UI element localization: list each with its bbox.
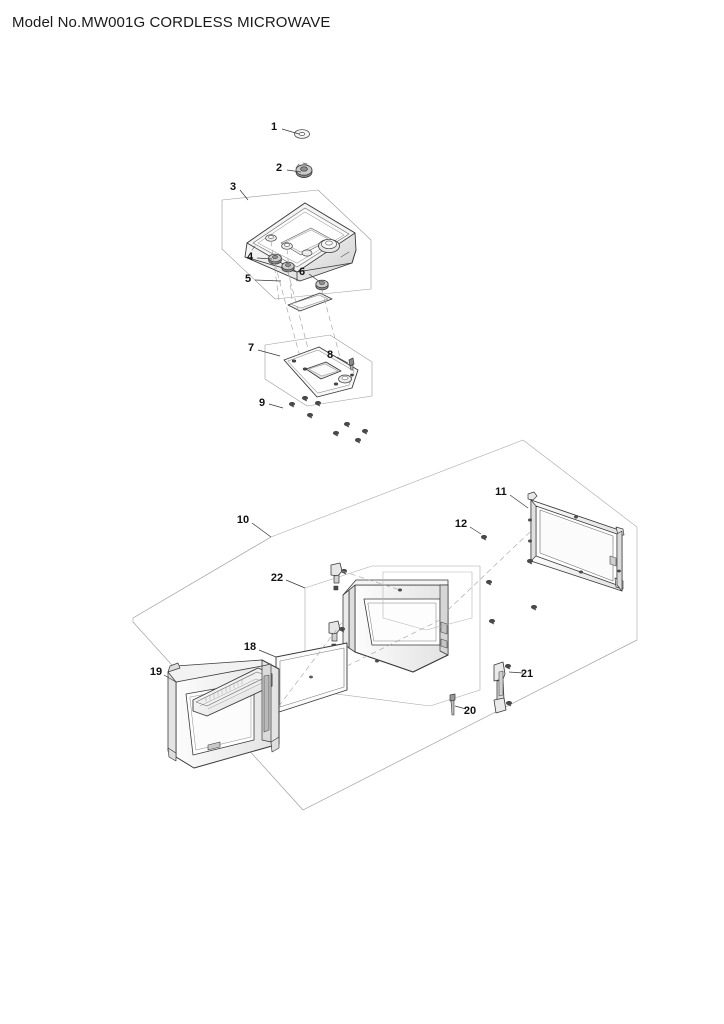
callout-leader-7 [257,349,281,357]
page-title: Model No.MW001G CORDLESS MICROWAVE [12,14,331,31]
callout-leader-12 [469,526,482,535]
outer-door-panel-part-19 [167,659,280,769]
control-board-box-7 [264,334,373,407]
inner-door-frame-part-22 [342,579,449,673]
callout-leader-5 [254,279,282,282]
callout-number-22: 22 [271,572,283,584]
callout-number-7: 7 [248,342,254,354]
callout-1: 1 [271,121,300,135]
callout-number-20: 20 [464,705,476,717]
washer-part-1 [294,129,310,139]
alignment-lines-lower [278,530,532,707]
knob-part-6 [315,279,329,291]
callout-9: 9 [259,397,284,409]
knob-part-4 [268,253,282,265]
callout-number-18: 18 [244,641,256,653]
callout-number-11: 11 [495,486,507,498]
control-board-part-7 [283,346,359,398]
callout-leader-8 [336,356,349,364]
screw-part-12 [480,534,488,541]
callout-22: 22 [271,572,306,589]
callout-leader-18 [258,649,277,658]
callout-number-5: 5 [245,273,251,285]
callout-3: 3 [230,181,249,201]
callout-number-19: 19 [150,666,162,678]
callout-leader-22 [285,579,306,589]
callout-number-1: 1 [271,121,277,133]
callout-12: 12 [455,518,482,535]
callout-number-4: 4 [247,251,254,263]
callout-leader-11 [509,494,529,509]
alignment-lines-upper [270,240,345,373]
callout-number-21: 21 [521,668,533,680]
callout-leader-10 [251,522,272,538]
callout-number-9: 9 [259,397,265,409]
callout-leader-1 [281,128,300,135]
callout-leader-21 [508,671,524,674]
screw-part-8 [348,357,355,371]
rear-panel-ghost [382,571,473,631]
callout-number-8: 8 [327,349,333,361]
screw-set-part-9 [288,395,369,444]
callout-11: 11 [495,486,529,509]
callout-10: 10 [237,514,272,538]
door-choke-frame-part-11 [527,491,625,592]
callout-leader-20 [454,705,467,710]
knob-part-5 [281,261,295,273]
panel-film-strip [287,292,333,312]
callout-8: 8 [327,349,349,364]
callout-18: 18 [244,641,277,658]
callout-5: 5 [245,273,282,285]
callout-20: 20 [454,705,476,717]
callout-number-2: 2 [276,162,282,174]
callout-19: 19 [150,666,177,683]
callout-leader-4 [256,257,273,260]
callout-leader-19 [163,674,177,683]
callout-leader-2 [286,169,302,173]
callout-21: 21 [508,668,533,680]
callout-number-3: 3 [230,181,236,193]
callout-number-6: 6 [299,266,305,278]
hinge-bracket-upper [330,562,348,591]
callout-leader-3 [239,189,249,201]
callout-number-12: 12 [455,518,467,530]
loose-screws-lower [485,558,538,625]
door-glass-panel-part-18 [275,642,348,714]
callout-leader-6 [308,273,321,283]
callout-4: 4 [247,251,273,263]
callout-leader-9 [268,403,284,409]
callout-6: 6 [299,266,321,283]
callout-7: 7 [248,342,281,357]
control-panel-box-3 [221,189,372,300]
callout-number-10: 10 [237,514,249,526]
callout-2: 2 [276,162,302,174]
hinge-pin-part-20 [449,693,456,716]
door-latch-bracket-part-21 [493,661,513,714]
knob-nut-part-2 [295,162,313,178]
